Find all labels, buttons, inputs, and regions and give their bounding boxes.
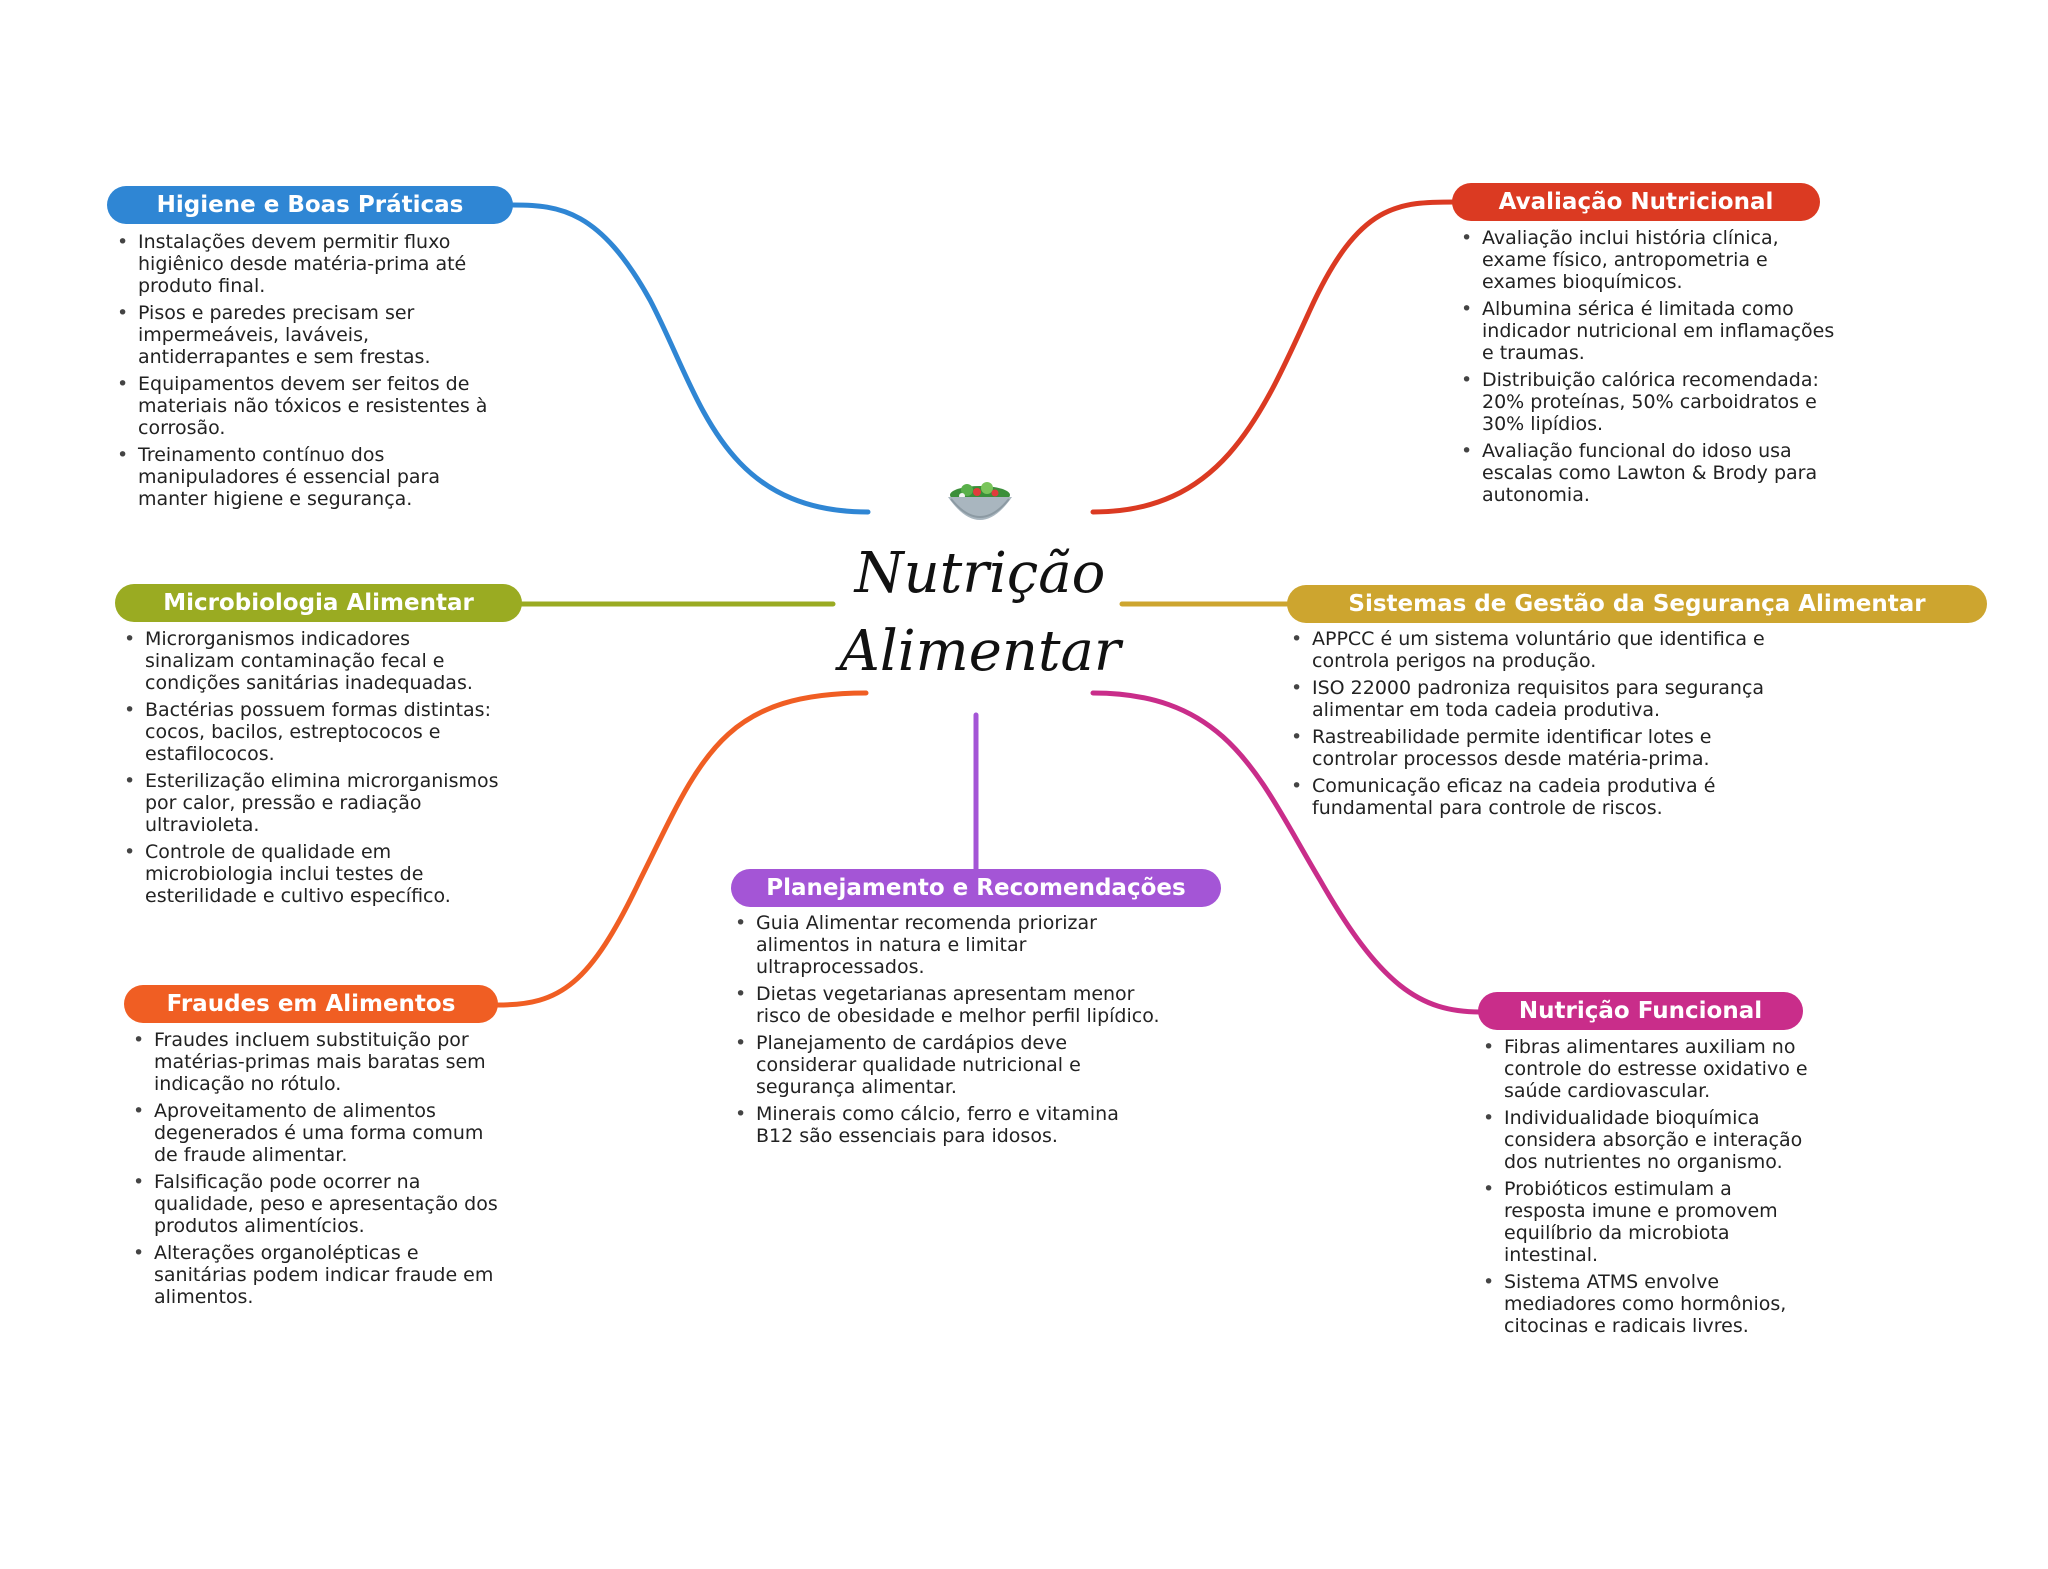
list-item: •Avaliação inclui história clínica, exam…: [1461, 227, 1779, 293]
topic-funcional-list: •Fibras alimentares auxiliam no controle…: [1480, 1036, 1810, 1342]
central-title-line1: Nutrição: [854, 541, 1106, 606]
list-item: •Minerais como cálcio, ferro e vitamina …: [735, 1103, 1119, 1147]
topic-planejamento-title: Planejamento e Recomendações: [766, 875, 1186, 901]
list-item: •Treinamento contínuo dos manipuladores …: [117, 444, 440, 510]
list-item: •Individualidade bioquímica considera ab…: [1483, 1107, 1803, 1173]
list-item: •Probióticos estimulam a resposta imune …: [1483, 1178, 1778, 1266]
topic-higiene-list: •Instalações devem permitir fluxo higiên…: [114, 231, 494, 515]
list-item: •Fraudes incluem substituição por matéri…: [133, 1029, 486, 1095]
link-higiene: [510, 202, 871, 515]
list-item: •Dietas vegetarianas apresentam menor ri…: [735, 983, 1160, 1027]
list-item: •Aproveitamento de alimentos degenerados…: [133, 1100, 484, 1166]
list-item: •Microrganismos indicadores sinalizam co…: [124, 628, 473, 694]
link-funcional: [1090, 690, 1483, 1015]
central-title: Nutrição Alimentar: [820, 535, 1140, 691]
list-item: •Instalações devem permitir fluxo higiên…: [117, 231, 467, 297]
topic-microbiologia-title: Microbiologia Alimentar: [163, 590, 474, 616]
list-item: •Avaliação funcional do idoso usa escala…: [1461, 440, 1818, 506]
topic-sistemas-list: •APPCC é um sistema voluntário que ident…: [1288, 628, 1788, 824]
list-item: •Albumina sérica é limitada como indicad…: [1461, 298, 1835, 364]
topic-microbiologia-list: •Microrganismos indicadores sinalizam co…: [121, 628, 501, 912]
topic-funcional-title: Nutrição Funcional: [1518, 998, 1763, 1024]
list-item: •Planejamento de cardápios deve consider…: [735, 1032, 1081, 1098]
list-item: •ISO 22000 padroniza requisitos para seg…: [1291, 677, 1765, 721]
list-item: •Comunicação eficaz na cadeia produtiva …: [1291, 775, 1716, 819]
list-item: •Equipamentos devem ser feitos de materi…: [117, 373, 488, 439]
central-topic: Nutrição Alimentar: [820, 465, 1140, 705]
list-item: •Guia Alimentar recomenda priorizar alim…: [735, 912, 1097, 978]
list-item: •Controle de qualidade em microbiologia …: [124, 841, 451, 907]
topic-sistemas-title: Sistemas de Gestão da Segurança Alimenta…: [1348, 591, 1926, 617]
topic-planejamento-pill[interactable]: Planejamento e Recomendações: [731, 869, 1221, 907]
list-item: •Distribuição calórica recomendada: 20% …: [1461, 369, 1819, 435]
list-item: •Fibras alimentares auxiliam no controle…: [1483, 1036, 1808, 1102]
link-fraudes: [495, 690, 869, 1008]
list-item: •Esterilização elimina microrganismos po…: [124, 770, 499, 836]
list-item: •Alterações organolépticas e sanitárias …: [133, 1242, 494, 1308]
topic-higiene-title: Higiene e Boas Práticas: [156, 192, 464, 218]
topic-fraudes-pill[interactable]: Fraudes em Alimentos: [124, 985, 498, 1023]
topic-planejamento-list: •Guia Alimentar recomenda priorizar alim…: [732, 912, 1162, 1152]
list-item: •Bactérias possuem formas distintas: coc…: [124, 699, 491, 765]
topic-sistemas-pill[interactable]: Sistemas de Gestão da Segurança Alimenta…: [1287, 585, 1987, 623]
topic-avaliacao-list: •Avaliação inclui história clínica, exam…: [1458, 227, 1838, 511]
salad-bowl-icon: [948, 482, 1012, 520]
list-item: •Pisos e paredes precisam ser impermeáve…: [117, 302, 431, 368]
topic-avaliacao-title: Avaliação Nutricional: [1498, 189, 1774, 215]
link-avaliacao: [1090, 199, 1463, 515]
list-item: •Rastreabilidade permite identificar lot…: [1291, 726, 1712, 770]
central-title-line2: Alimentar: [839, 619, 1121, 684]
list-item: •APPCC é um sistema voluntário que ident…: [1291, 628, 1765, 672]
topic-funcional-pill[interactable]: Nutrição Funcional: [1478, 992, 1803, 1030]
list-item: •Falsificação pode ocorrer na qualidade,…: [133, 1171, 498, 1237]
topic-microbiologia-pill[interactable]: Microbiologia Alimentar: [115, 584, 522, 622]
list-item: •Sistema ATMS envolve mediadores como ho…: [1483, 1271, 1787, 1337]
topic-fraudes-list: •Fraudes incluem substituição por matéri…: [130, 1029, 510, 1313]
topic-higiene-pill[interactable]: Higiene e Boas Práticas: [107, 186, 513, 224]
topic-avaliacao-pill[interactable]: Avaliação Nutricional: [1452, 183, 1820, 221]
topic-fraudes-title: Fraudes em Alimentos: [166, 991, 456, 1017]
